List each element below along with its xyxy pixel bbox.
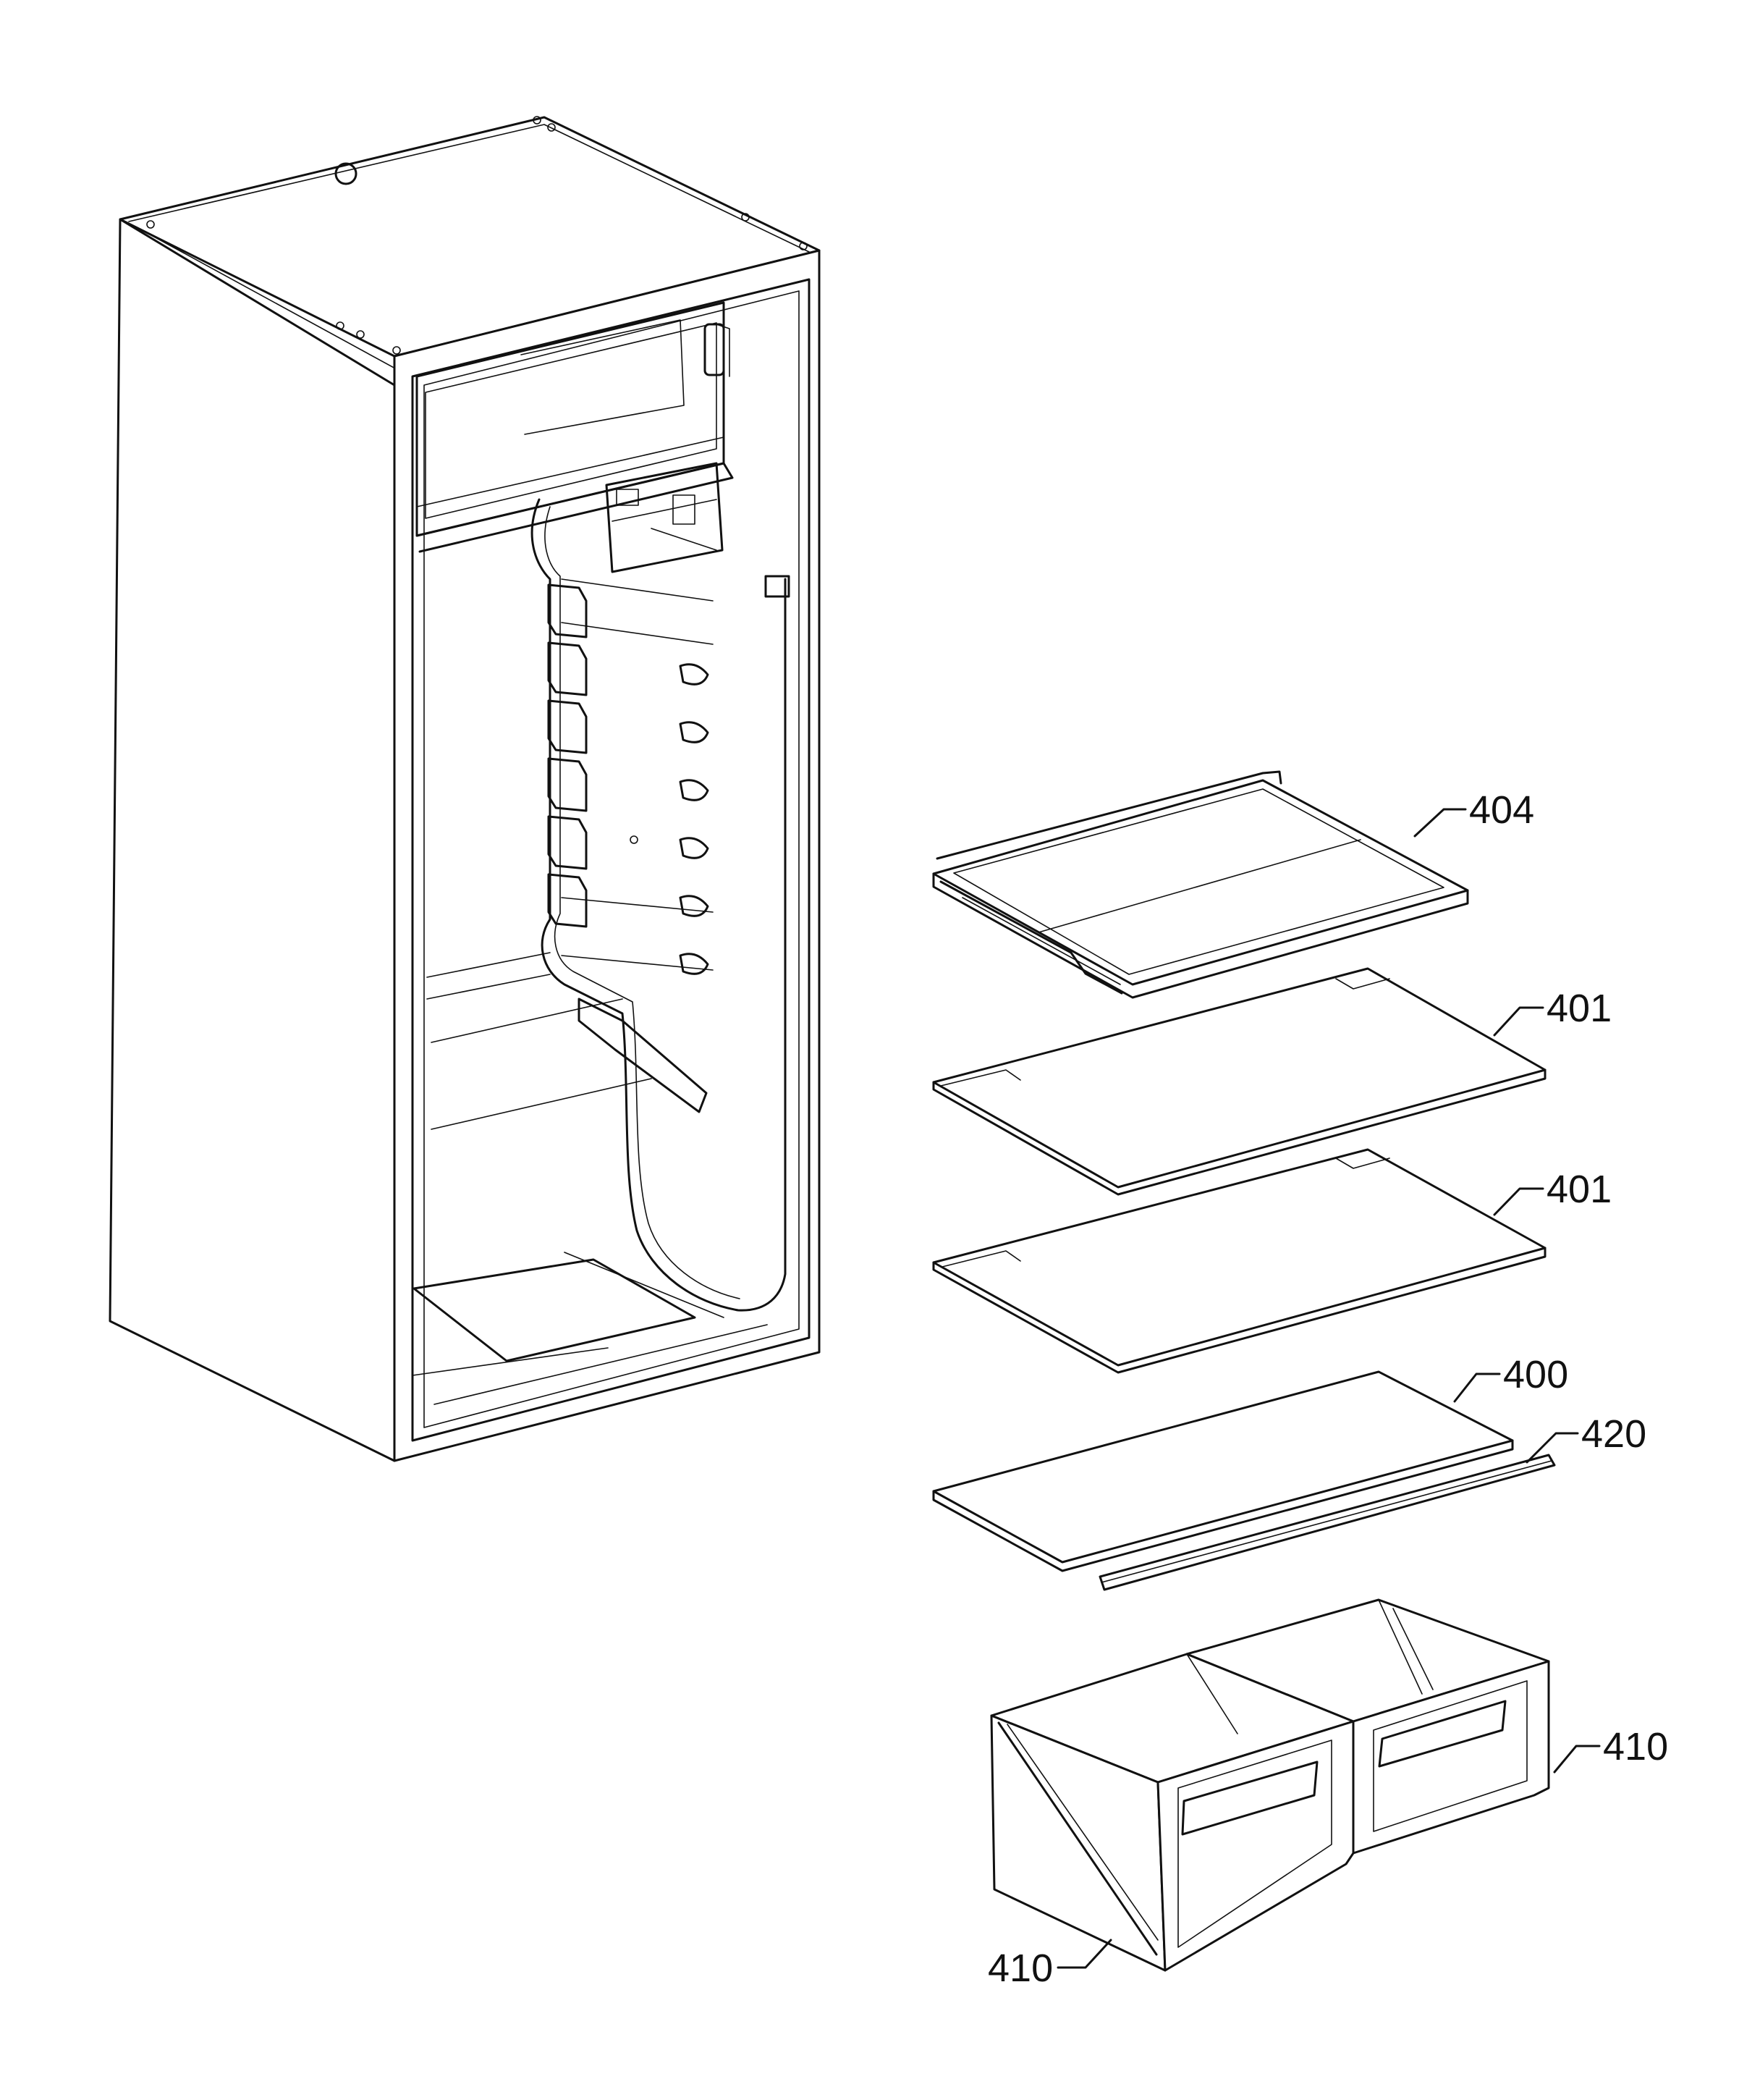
freezer-latch xyxy=(703,323,725,376)
liner-back-contour xyxy=(530,498,787,1312)
glass-shelf-lower-401 xyxy=(932,1148,1547,1374)
refrigerator-cabinet xyxy=(109,116,821,1462)
leader-401-lower xyxy=(1493,1187,1544,1216)
cover-trim-420 xyxy=(1099,1454,1556,1591)
label-401-upper: 401 xyxy=(1547,987,1612,1030)
crisper-drawer-left-410 xyxy=(990,1653,1355,1972)
callout-labels: 404 401 401 400 420 410 410 xyxy=(988,788,1668,1990)
glass-shelf-upper-401 xyxy=(932,967,1547,1196)
freezer-compartment xyxy=(415,301,734,553)
leader-410-left xyxy=(1057,1939,1112,1969)
leader-410-right xyxy=(1553,1745,1601,1774)
label-404: 404 xyxy=(1469,788,1534,832)
shelf-supports-left xyxy=(547,583,588,928)
label-400: 400 xyxy=(1503,1353,1568,1396)
leader-400 xyxy=(1453,1372,1501,1403)
crisper-cover-400 xyxy=(932,1370,1514,1572)
bottom-tray xyxy=(412,1258,696,1362)
top-hinge-hole xyxy=(334,162,358,185)
thermostat-housing xyxy=(605,462,790,598)
shelf-rails xyxy=(426,578,714,1130)
label-420: 420 xyxy=(1581,1412,1646,1456)
door-switch xyxy=(764,575,790,598)
leader-404 xyxy=(1413,808,1467,838)
label-410-right: 410 xyxy=(1603,1725,1668,1768)
label-401-lower: 401 xyxy=(1547,1168,1612,1211)
shelf-supports-right xyxy=(630,663,709,975)
cabinet-side-panel xyxy=(109,218,396,1462)
callout-leaders xyxy=(1057,808,1601,1969)
cabinet-liner xyxy=(411,278,811,1442)
label-410-left: 410 xyxy=(988,1947,1053,1990)
crisper-runner xyxy=(578,998,708,1113)
leader-401-upper xyxy=(1493,1006,1544,1037)
leader-420 xyxy=(1526,1432,1579,1464)
shelf-frame-404 xyxy=(932,770,1469,999)
